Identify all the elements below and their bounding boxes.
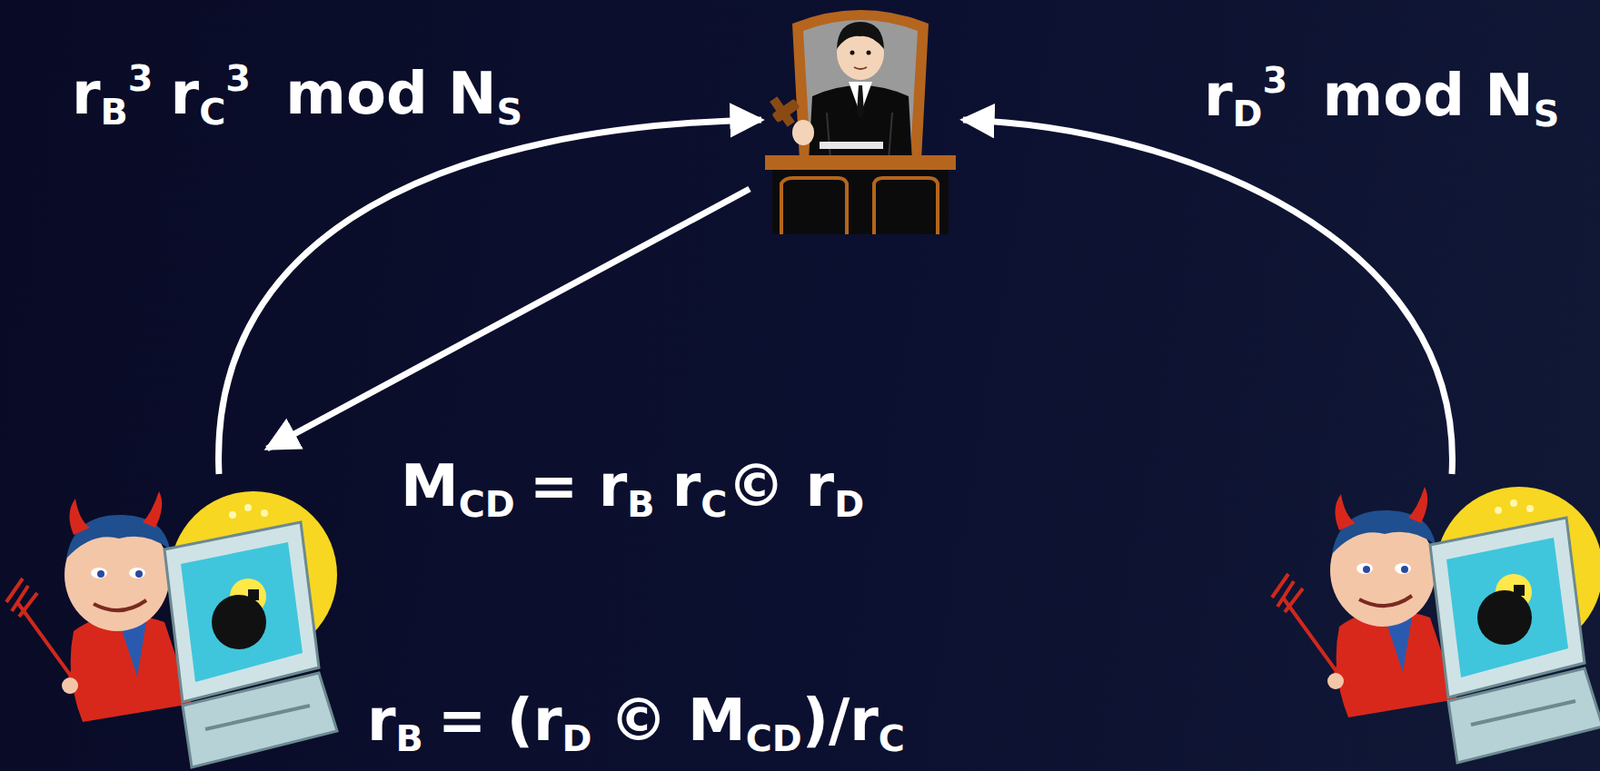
- judge-icon: [765, 9, 956, 235]
- formula-part: mod N: [285, 59, 497, 128]
- formula-text: rB3rC3mod NS: [71, 61, 523, 126]
- formula-part: = (r: [437, 686, 563, 755]
- formula-part: M: [400, 452, 459, 520]
- subscript: C: [700, 483, 727, 526]
- subscript: D: [1232, 92, 1263, 135]
- subscript: B: [626, 483, 655, 526]
- formula-part: = r: [529, 452, 627, 520]
- subscript: C: [878, 717, 905, 760]
- formula-text: rB= (rD© MCD)/rC: [367, 688, 905, 753]
- formula-part: r: [672, 452, 702, 520]
- subscript: S: [496, 90, 524, 133]
- formula-text: MCD= rBrC© rD: [400, 454, 865, 518]
- formula-part: )/r: [802, 686, 879, 755]
- subscript: C: [198, 90, 226, 133]
- subscript: D: [834, 483, 865, 526]
- formula-part: r: [170, 59, 200, 128]
- formula-part: © r: [726, 452, 835, 520]
- arrow: [218, 119, 762, 475]
- subscript: CD: [458, 483, 516, 526]
- subscript: D: [562, 717, 593, 760]
- formula-part: © M: [609, 686, 746, 755]
- subscript: S: [1533, 92, 1561, 135]
- subscript: B: [396, 717, 424, 760]
- formula-part: r: [71, 59, 101, 128]
- formula-part: r: [1203, 61, 1233, 130]
- formula-part: mod N: [1322, 61, 1534, 130]
- formula-text: rD3mod NS: [1203, 63, 1560, 128]
- arrow: [963, 119, 1452, 475]
- superscript: 3: [1262, 59, 1289, 101]
- superscript: 3: [128, 57, 154, 100]
- formula-part: r: [367, 686, 397, 755]
- subscript: B: [100, 90, 129, 133]
- superscript: 3: [225, 57, 251, 100]
- subscript: CD: [745, 717, 803, 760]
- arrow: [267, 188, 750, 449]
